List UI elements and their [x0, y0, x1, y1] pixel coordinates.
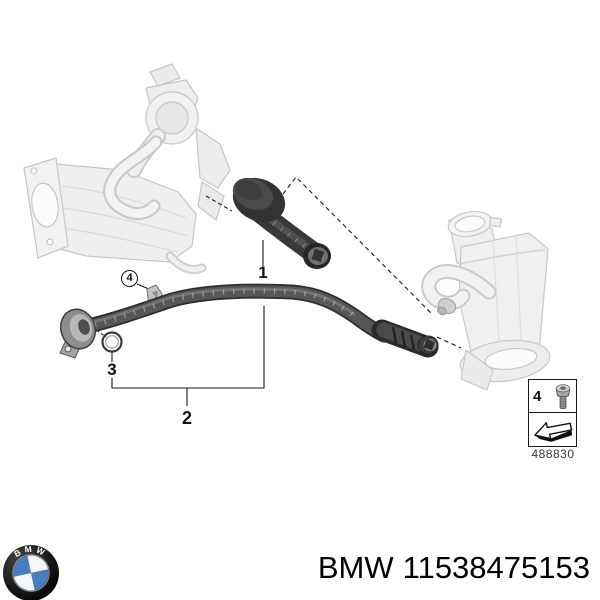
- part-number: 11538475153: [402, 550, 590, 585]
- callout-label-1: 1: [258, 263, 268, 282]
- brand-name: BMW: [317, 550, 394, 585]
- callout2-bracket-line: [111, 306, 265, 389]
- part1-hose: [232, 177, 331, 269]
- part3-oring: [101, 331, 123, 353]
- legend-direction-row: [529, 413, 576, 446]
- bmw-logo: BMW: [3, 544, 59, 600]
- direction-arrow-icon: [533, 422, 572, 442]
- pipe-end-dashed-line: [436, 336, 462, 349]
- legend-item-number: 4: [533, 387, 542, 405]
- legend-bolt-row: 4: [529, 380, 576, 413]
- bolt-icon: [555, 383, 571, 409]
- catalyst-assembly-faded-illustration: [421, 210, 551, 391]
- legend-diagram-code: 488830: [531, 447, 575, 461]
- legend-box: 4: [528, 379, 577, 447]
- egr-to-hose-dashed-line: [205, 195, 233, 212]
- callout-label-3: 3: [107, 360, 117, 379]
- callout-label-2: 2: [181, 408, 192, 428]
- bmw-logo-quarters: [13, 555, 49, 591]
- callout-label-4-circled: 4: [121, 270, 138, 287]
- part2-egr-pipe: [59, 283, 439, 359]
- egr-assembly-faded-illustration: [23, 63, 231, 274]
